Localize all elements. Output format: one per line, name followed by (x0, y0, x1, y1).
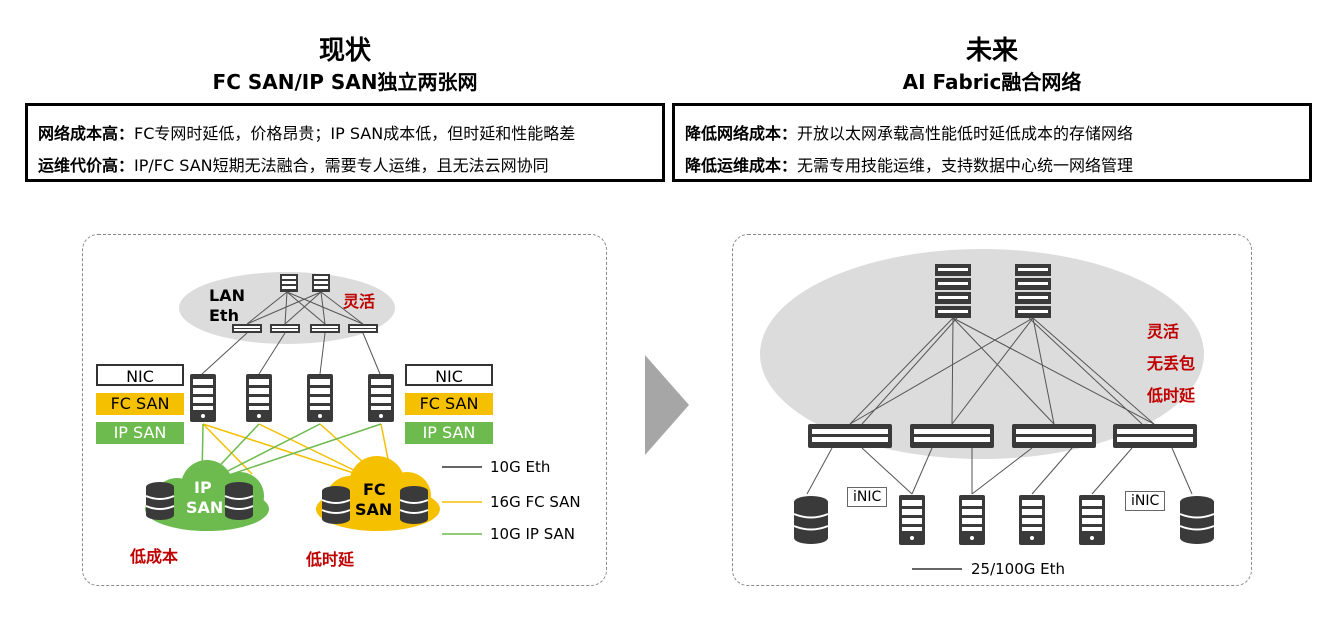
storage-2 (1179, 495, 1215, 545)
fc-san-storage-2 (399, 485, 429, 525)
left-line-2-text: IP/FC SAN短期无法融合，需要专人运维，且无法云网协同 (134, 156, 549, 175)
ip-cloud-label-1: IP (194, 478, 212, 497)
spine-leaf-links (849, 317, 1155, 425)
left-line-2-label: 运维代价高： (38, 156, 135, 175)
access-switch-4 (348, 324, 378, 333)
left-tag-nic: NIC (96, 364, 184, 386)
leaf-host-links (806, 447, 1193, 495)
server-2 (246, 374, 272, 422)
transition-arrow-icon (645, 355, 689, 455)
right-line-1-text: 开放以太网承载高性能低时延低成本的存储网络 (797, 124, 1134, 143)
server-4 (368, 374, 394, 422)
right-summary-line-1: 降低网络成本：开放以太网承载高性能低时延低成本的存储网络 (685, 120, 1133, 144)
right-summary-line-2: 降低运维成本：无需专用技能运维，支持数据中心统一网络管理 (685, 152, 1133, 176)
left-line-1-text: FC专网时延低，价格昂贵；IP SAN成本低，但时延和性能略差 (134, 124, 576, 143)
fc-san-storage-1 (321, 485, 351, 525)
left-tag-ip-san: IP SAN (96, 422, 184, 444)
leaf-switch-1 (808, 424, 892, 448)
left-flexible-label: 灵活 (343, 292, 376, 311)
low-latency-label: 低时延 (306, 550, 355, 569)
core-switch-1 (280, 274, 298, 292)
feature-flexible: 灵活 (1147, 322, 1180, 341)
low-cost-label: 低成本 (130, 547, 179, 566)
server-1 (190, 374, 216, 422)
host-1 (899, 495, 925, 545)
right-tag-fc-san: FC SAN (405, 393, 493, 415)
leaf-switch-3 (1012, 424, 1096, 448)
ip-san-storage-1 (145, 481, 175, 521)
ip-cloud-label-2: SAN (186, 498, 224, 517)
inic-label-1: iNIC (847, 487, 888, 507)
fc-cloud-label-1: FC (363, 480, 386, 499)
ip-san-storage-2 (224, 481, 254, 521)
left-subtitle: FC SAN/IP SAN独立两张网 (212, 70, 478, 94)
right-title: 未来 (965, 36, 1018, 66)
right-tag-ip-san: IP SAN (405, 422, 493, 444)
left-line-1-label: 网络成本高： (38, 124, 135, 143)
right-network-diagram (760, 249, 1215, 570)
leaf-switch-4 (1113, 424, 1197, 448)
server-3 (307, 374, 333, 422)
left-summary-line-2: 运维代价高：IP/FC SAN短期无法融合，需要专人运维，且无法云网协同 (38, 152, 549, 176)
legend-25-100g-eth: 25/100G Eth (971, 560, 1066, 578)
left-summary-box: 网络成本高：FC专网时延低，价格昂贵；IP SAN成本低，但时延和性能略差 运维… (25, 103, 665, 182)
leaf-switch-2 (910, 424, 994, 448)
fabric-ellipse (760, 249, 1204, 459)
right-subtitle: AI Fabric融合网络 (902, 70, 1082, 94)
legend-16g-fc-san: 16G FC SAN (490, 493, 581, 511)
host-3 (1019, 495, 1045, 545)
access-switch-1 (232, 324, 262, 333)
left-tag-fc-san: FC SAN (96, 393, 184, 415)
right-line-2-label: 降低运维成本： (685, 156, 798, 175)
right-summary-box: 降低网络成本：开放以太网承载高性能低时延低成本的存储网络 降低运维成本：无需专用… (672, 103, 1312, 182)
access-switch-2 (270, 324, 300, 333)
host-4 (1079, 495, 1105, 545)
lan-label: LAN (209, 286, 245, 305)
eth-label: Eth (209, 306, 239, 325)
right-tag-nic: NIC (405, 364, 493, 386)
legend-10g-eth: 10G Eth (490, 458, 551, 476)
right-line-1-label: 降低网络成本： (685, 124, 798, 143)
host-2 (959, 495, 985, 545)
lan-links (201, 291, 381, 375)
fc-cloud-label-2: SAN (355, 500, 393, 519)
feature-low-latency: 低时延 (1147, 386, 1196, 405)
left-title: 现状 (318, 36, 371, 66)
left-network-diagram (145, 272, 482, 535)
left-summary-line-1: 网络成本高：FC专网时延低，价格昂贵；IP SAN成本低，但时延和性能略差 (38, 120, 575, 144)
access-switch-3 (310, 324, 340, 333)
feature-lossless: 无丢包 (1147, 354, 1196, 373)
right-line-2-text: 无需专用技能运维，支持数据中心统一网络管理 (797, 156, 1134, 175)
storage-1 (793, 495, 829, 545)
core-switch-2 (312, 274, 330, 292)
inic-label-2: iNIC (1125, 491, 1166, 511)
legend-10g-ip-san: 10G IP SAN (490, 525, 575, 543)
